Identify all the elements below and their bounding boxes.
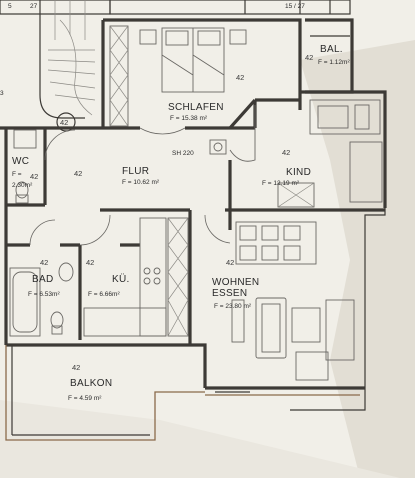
room-area: F = 23.80 m² xyxy=(214,303,252,310)
wohnen-furniture xyxy=(231,221,355,381)
room-name: KÜ. xyxy=(112,273,130,285)
room-schlafen: 42 SCHLAFEN F = 15.38 m² xyxy=(168,73,244,122)
room-bad: 42 BAD F = 6.53m² xyxy=(28,258,60,298)
outer-walls xyxy=(0,18,387,441)
room-bal: 42 BAL. F = 1.12m² xyxy=(305,44,350,66)
room-area: F = 1.12m² xyxy=(318,59,350,66)
room-name: BAL. xyxy=(320,44,343,55)
top-label-left: 5 xyxy=(8,3,12,10)
room-wc: 42 WC F = 2.30m² xyxy=(12,156,38,189)
room-name: WC xyxy=(12,156,29,167)
room-balkon: 42 BALKON F = 4.59 m² xyxy=(68,363,112,402)
room-area: F = 6.66m² xyxy=(88,291,120,298)
room-area-prefix: F = xyxy=(12,171,22,178)
kitchen-counters xyxy=(83,217,189,337)
room-number: 42 xyxy=(72,363,80,372)
room-name-line1: WOHNEN xyxy=(212,277,259,288)
room-number: 42 xyxy=(282,148,290,157)
left-edge-mark: 3 xyxy=(0,90,4,97)
room-kueche: 42 KÜ. F = 6.66m² xyxy=(86,258,130,298)
room-number: 42 xyxy=(30,172,38,181)
room-area: F = 15.38 m² xyxy=(170,115,208,122)
room-wohnen: 42 WOHNEN ESSEN F = 23.80 m² xyxy=(212,258,259,310)
room-area: F = 4.59 m² xyxy=(68,395,102,402)
room-number: 42 xyxy=(40,258,48,267)
room-name: BAD xyxy=(32,274,53,285)
room-number: 42 xyxy=(305,53,313,62)
paper-fold-shadow-2 xyxy=(0,400,400,478)
room-area: 2.30m² xyxy=(12,182,33,189)
wc-fixtures xyxy=(13,129,37,204)
room-area: F = 12.19 m² xyxy=(262,180,300,187)
top-neighbor: 5 27 15 / 27 xyxy=(0,0,351,15)
sh-label: SH 220 xyxy=(172,150,194,157)
room-name: SCHLAFEN xyxy=(168,102,224,113)
staircase: 42 3 xyxy=(0,0,96,132)
balkon-railing xyxy=(11,345,250,436)
room-name: KIND xyxy=(286,167,311,178)
room-number: 42 xyxy=(236,73,244,82)
room-name: BALKON xyxy=(70,378,112,389)
room-area: F = 6.53m² xyxy=(28,291,60,298)
room-number: 42 xyxy=(86,258,94,267)
room-name: FLUR xyxy=(122,166,149,177)
interior-walls xyxy=(6,98,385,345)
room-flur: 42 FLUR F = 10.62 m² SH 220 xyxy=(74,150,194,186)
kind-furniture xyxy=(229,99,383,208)
room-number: 42 xyxy=(226,258,234,267)
room-number: 42 xyxy=(74,169,82,178)
room-area: F = 10.62 m² xyxy=(122,179,160,186)
wardrobe-schlafen xyxy=(109,25,129,127)
bad-fixtures xyxy=(9,262,74,337)
paper-fold-shadow xyxy=(300,40,415,478)
top-label-left-partial: 27 xyxy=(30,3,38,10)
room-kind: 42 KIND F = 12.19 m² xyxy=(262,148,311,187)
flur-details xyxy=(29,127,231,246)
stair-number: 42 xyxy=(60,118,68,127)
room-name-line2: ESSEN xyxy=(212,288,247,299)
double-bed xyxy=(139,27,247,93)
top-label-right-partial: 15 / 27 xyxy=(285,3,305,10)
